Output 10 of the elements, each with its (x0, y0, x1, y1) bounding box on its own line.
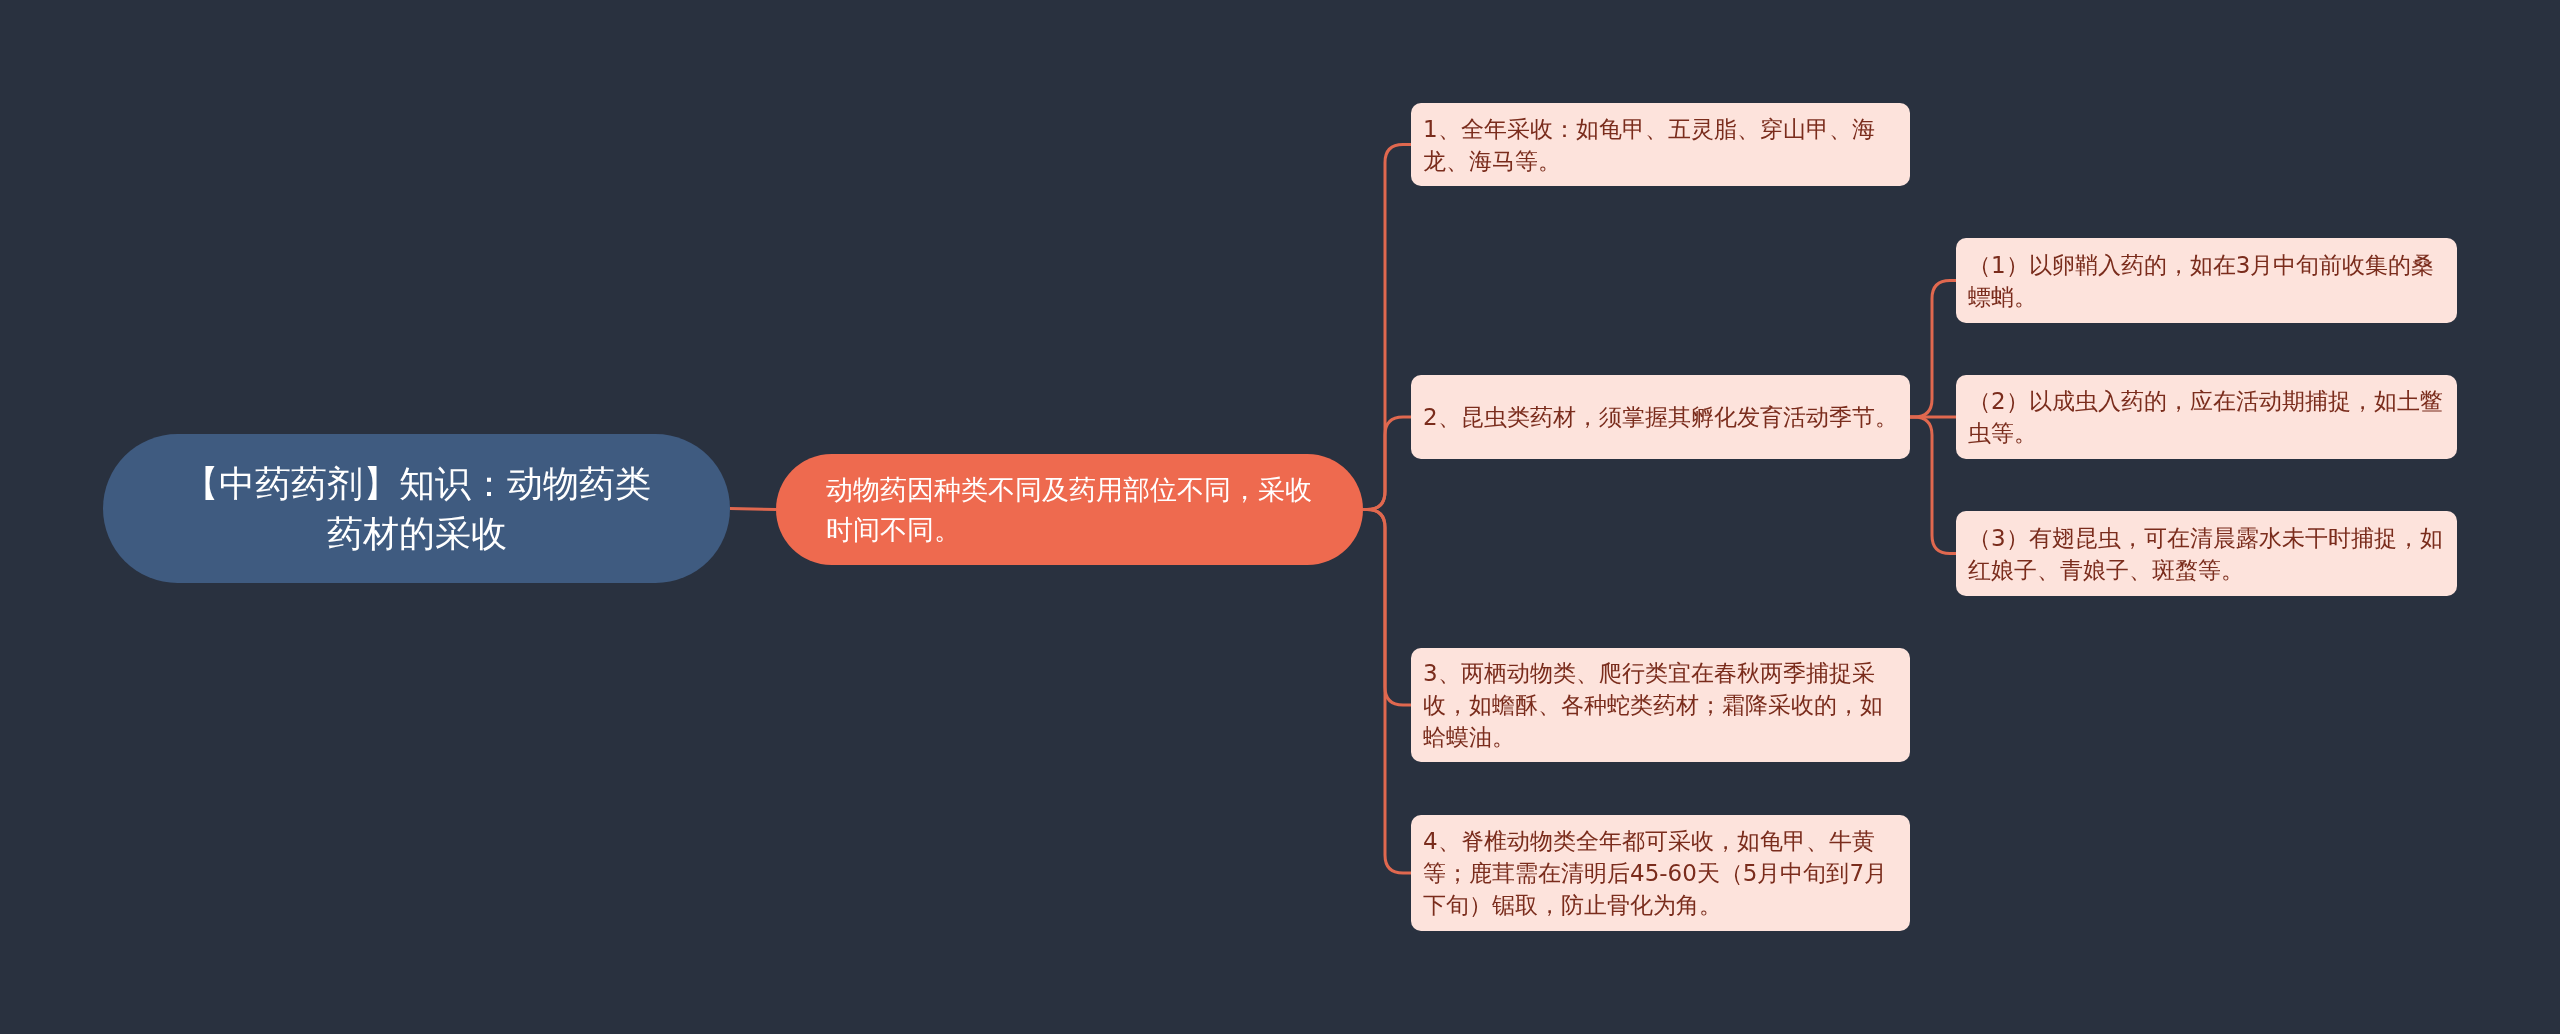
topic-box: 1、全年采收：如龟甲、五灵脂、穿山甲、海龙、海马等。 (1411, 103, 1910, 186)
topic-box: 4、脊椎动物类全年都可采收，如龟甲、牛黄等；鹿茸需在清明后45-60天（5月中旬到7月下旬）锯取，防止骨化为角。 (1411, 815, 1910, 931)
topic-box: （2）以成虫入药的，应在活动期捕捉，如土鳖虫等。 (1956, 375, 2457, 459)
topic-pill: 【中药药剂】知识：动物药类药材的采收 (103, 434, 730, 583)
branch-pill: 动物药因种类不同及药用部位不同，采收时间不同。 (776, 454, 1363, 565)
topic-box: （1）以卵鞘入药的，如在3月中旬前收集的桑螵蛸。 (1956, 238, 2457, 323)
topic-box: 3、两栖动物类、爬行类宜在春秋两季捕捉采收，如蟾酥、各种蛇类药材；霜降采收的，如蛤蟆油。 (1411, 648, 1910, 762)
connector-line (729, 507, 777, 511)
topic-box: 2、昆虫类药材，须掌握其孵化发育活动季节。 (1411, 375, 1910, 459)
topic-box: （3）有翅昆虫，可在清晨露水未干时捕捉，如红娘子、青娘子、斑蝥等。 (1956, 511, 2457, 596)
